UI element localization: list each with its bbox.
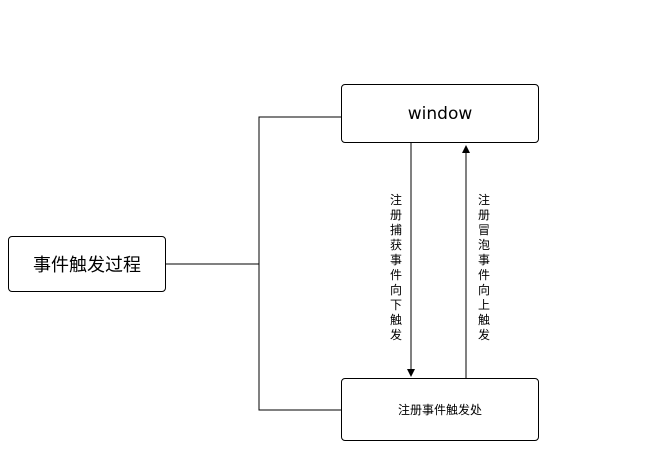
node-window: window [341,84,539,143]
tree-connector [258,116,341,411]
node-window-label: window [407,103,473,124]
node-target: 注册事件触发处 [341,378,539,441]
bubble-label: 注册冒泡事件向上触发 [477,193,490,342]
node-process: 事件触发过程 [8,236,166,292]
node-target-label: 注册事件触发处 [397,403,482,417]
node-process-label: 事件触发过程 [33,255,141,276]
capture-label: 注册捕获事件向下触发 [389,193,402,342]
